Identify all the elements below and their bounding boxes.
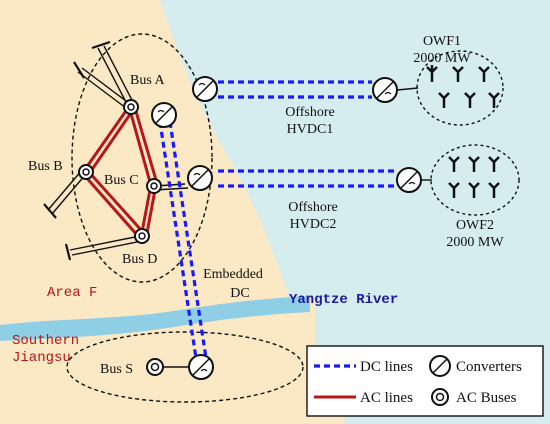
owf1-boundary xyxy=(416,50,504,126)
yangtze-river xyxy=(0,296,310,341)
bus-b-label: Bus B xyxy=(28,159,63,174)
dc-lines xyxy=(158,80,398,359)
legend-ac-label: AC lines xyxy=(360,390,413,406)
yangtze-river-label: Yangtze River xyxy=(289,292,398,308)
owf2-boundary xyxy=(430,144,520,216)
bus-b-node xyxy=(78,164,94,180)
legend-buses-label: AC Buses xyxy=(456,390,517,406)
bus-s-node xyxy=(146,358,164,376)
hvdc2-label-line2: HVDC2 xyxy=(290,217,337,232)
owf1-turbines xyxy=(426,65,500,108)
converter-a2 xyxy=(151,102,177,128)
hvdc2-label-line1: Offshore xyxy=(288,200,338,215)
legend-converters-label: Converters xyxy=(456,359,522,375)
line-end-caps xyxy=(43,40,111,261)
owf2-turbines xyxy=(448,156,500,198)
owf1-capacity: 2000 MW xyxy=(413,51,471,66)
converter-owf1 xyxy=(372,77,398,103)
hvdc1-label-line1: Offshore xyxy=(285,105,335,120)
converter-s xyxy=(188,354,214,380)
converter-a1 xyxy=(192,76,218,102)
embedded-dc-label-line1: Embedded xyxy=(203,267,263,282)
bus-d-label: Bus D xyxy=(122,252,157,267)
owf1-name: OWF1 xyxy=(423,34,461,49)
legend-dc-label: DC lines xyxy=(360,359,413,375)
area-f-boundary xyxy=(71,33,213,283)
owf2-name: OWF2 xyxy=(456,218,494,233)
legend: DC lines Converters AC lines AC Buses xyxy=(306,345,544,417)
southern-jiangsu-label-line2: Jiangsu xyxy=(12,350,71,366)
converter-owf2 xyxy=(396,167,422,193)
bus-a-node xyxy=(123,99,139,115)
converter-c xyxy=(187,165,213,191)
bus-d-node xyxy=(134,228,150,244)
legend-converter-symbol xyxy=(429,355,451,377)
owf2-capacity: 2000 MW xyxy=(446,235,504,250)
legend-box xyxy=(306,345,544,417)
bus-c-label: Bus C xyxy=(104,173,139,188)
hvdc1-label-line2: HVDC1 xyxy=(287,122,334,137)
converters xyxy=(151,76,422,380)
ac-lines xyxy=(83,107,158,237)
southern-jiangsu-boundary xyxy=(66,331,304,403)
bus-a-label: Bus A xyxy=(130,73,166,88)
area-f-label: Area F xyxy=(47,285,97,301)
ac-buses xyxy=(78,99,164,376)
southern-jiangsu-label-line1: Southern xyxy=(12,333,79,349)
bus-s-label: Bus S xyxy=(100,362,133,377)
converter-to-owf-lines xyxy=(396,87,432,181)
embedded-dc-label-line2: DC xyxy=(230,286,249,301)
bus-c-node xyxy=(146,178,162,194)
legend-bus-symbol xyxy=(431,388,449,406)
